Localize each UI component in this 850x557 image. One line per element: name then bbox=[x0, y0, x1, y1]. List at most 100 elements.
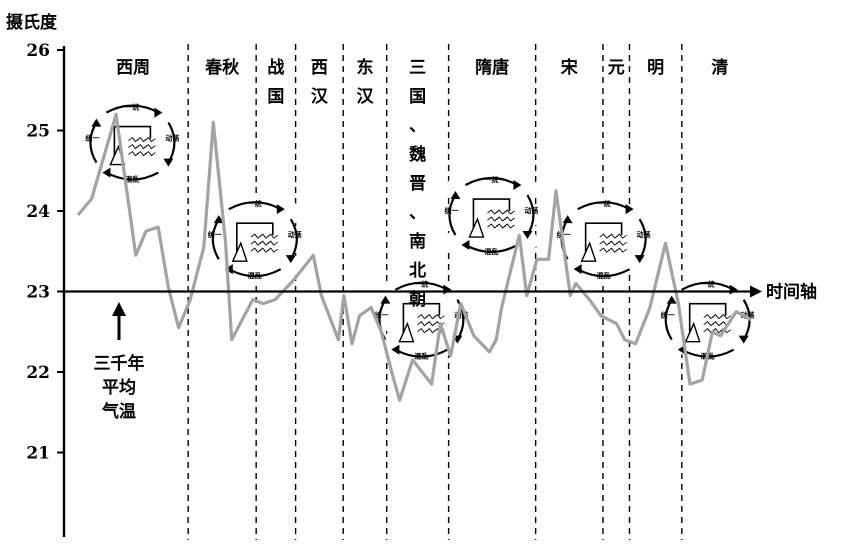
dynasty-label: 清 bbox=[711, 57, 728, 78]
cycle-label: 动荡 bbox=[454, 311, 468, 320]
dynasty-label: 西 bbox=[311, 58, 328, 78]
cycle-diagram: 一统统一动荡混乱 bbox=[204, 193, 305, 286]
dynasty-label: 东 bbox=[356, 57, 373, 78]
dynasty-label: 魏 bbox=[408, 144, 426, 165]
cycle-label: 一统 bbox=[414, 280, 428, 289]
unity-building-icon bbox=[584, 222, 623, 254]
cycle-arrowhead bbox=[285, 255, 296, 264]
cycle-label: 混乱 bbox=[597, 271, 611, 280]
time-axis-label: 时间轴 bbox=[766, 282, 817, 303]
cycle-label: 一统 bbox=[248, 199, 262, 208]
figure-icon bbox=[580, 241, 597, 262]
annotation-line: 气温 bbox=[101, 401, 136, 422]
cycle-label: 动荡 bbox=[637, 230, 651, 239]
dynasty-label: 元 bbox=[608, 58, 625, 78]
annotation-line: 平均 bbox=[102, 377, 136, 398]
scribble-stroke bbox=[719, 314, 731, 320]
y-axis-title: 摄氏度 bbox=[6, 12, 58, 33]
cycle-label: 混乱 bbox=[484, 247, 498, 256]
scribble-stroke bbox=[615, 233, 627, 239]
dynasty-label: 三 bbox=[409, 58, 426, 78]
dynasty-label: 明 bbox=[647, 58, 664, 78]
dynasty-label: 宋 bbox=[560, 57, 578, 78]
cycle-arrow bbox=[464, 244, 518, 254]
cycle-label: 一统 bbox=[125, 103, 139, 112]
cycle-arrowhead bbox=[163, 158, 174, 167]
unity-building-icon bbox=[472, 198, 511, 230]
cycle-cloud-body bbox=[457, 185, 526, 246]
cycle-label: 统一 bbox=[374, 311, 388, 320]
chaos-scribble-icon bbox=[487, 209, 515, 229]
scribble-stroke bbox=[615, 247, 627, 253]
cycle-label: 统一 bbox=[557, 230, 571, 239]
dynasty-label: 战 bbox=[267, 58, 284, 78]
scribble-stroke bbox=[503, 223, 515, 229]
cycle-label: 动荡 bbox=[288, 230, 302, 239]
cycle-arrow bbox=[577, 268, 631, 278]
cycle-arrowhead bbox=[102, 167, 111, 178]
y-tick-label: 23 bbox=[26, 283, 50, 303]
scribble-stroke bbox=[503, 209, 515, 215]
y-tick-label: 24 bbox=[26, 202, 50, 222]
cycle-diagrams: 一统统一动荡混乱一统统一动荡混乱一统统一动荡混乱一统统一动荡混乱一统统一动荡混乱… bbox=[82, 96, 758, 366]
unity-building-icon bbox=[402, 302, 441, 334]
unity-building-icon bbox=[236, 222, 274, 254]
cycle-label: 混乱 bbox=[414, 352, 428, 361]
dynasty-label: 北 bbox=[409, 261, 426, 281]
figure-icon bbox=[398, 321, 415, 343]
dynasty-label: 南 bbox=[409, 231, 426, 252]
cycle-arrowhead bbox=[380, 295, 391, 304]
cycle-arrow bbox=[681, 281, 735, 291]
cycle-label: 混乱 bbox=[125, 175, 139, 184]
cycle-arrow bbox=[394, 281, 448, 291]
scribble-stroke bbox=[615, 240, 627, 246]
dynasty-label: 晋 bbox=[409, 174, 426, 194]
dynasty-label: 隋唐 bbox=[475, 57, 509, 78]
cycle-arrowhead bbox=[450, 191, 461, 200]
cycle-arrowhead bbox=[573, 264, 582, 275]
up-arrow-icon bbox=[112, 302, 126, 316]
cycle-arrow bbox=[394, 348, 448, 358]
chaos-scribble-icon bbox=[599, 233, 627, 253]
dynasty-label: 国 bbox=[267, 87, 284, 107]
cycle-arrow bbox=[105, 104, 159, 114]
scribble-stroke bbox=[266, 233, 279, 239]
cycle-arrowhead bbox=[625, 204, 634, 215]
cycle-cloud-body bbox=[98, 112, 167, 173]
cycle-arrowhead bbox=[522, 231, 533, 240]
unity-building-icon bbox=[113, 125, 152, 157]
cycle-arrow bbox=[464, 176, 518, 186]
unity-building-icon bbox=[688, 302, 727, 334]
dynasty-label: 春秋 bbox=[205, 57, 240, 78]
cycle-arrowhead bbox=[91, 118, 102, 127]
scribble-stroke bbox=[503, 216, 515, 222]
y-tick-label: 25 bbox=[26, 122, 50, 142]
cycle-label: 统一 bbox=[661, 311, 675, 320]
cycle-label: 混乱 bbox=[248, 271, 262, 280]
scribble-stroke bbox=[144, 143, 156, 150]
dynasty-label: 、 bbox=[409, 116, 426, 136]
cycle-label: 动荡 bbox=[165, 134, 179, 143]
temperature-series-line bbox=[76, 112, 752, 402]
cycle-label: 统一 bbox=[444, 206, 458, 215]
cycle-label: 动荡 bbox=[741, 311, 755, 320]
cycle-arrowhead bbox=[666, 295, 677, 304]
scribble-stroke bbox=[144, 150, 156, 157]
cycle-arrowhead bbox=[513, 180, 522, 191]
cycle-label: 一统 bbox=[701, 280, 715, 289]
y-tick-label: 22 bbox=[26, 363, 50, 383]
dynasty-label: 国 bbox=[409, 87, 426, 107]
figure-icon bbox=[231, 241, 248, 262]
figure-icon bbox=[684, 321, 701, 343]
dynasty-labels: 西周春秋战国西汉东汉三国、魏晋、南北朝隋唐宋元明清 bbox=[116, 57, 728, 310]
scribble-stroke bbox=[433, 314, 445, 320]
chaos-scribble-icon bbox=[250, 233, 279, 253]
cycle-arrowhead bbox=[213, 215, 224, 224]
cycle-label: 统一 bbox=[85, 134, 99, 143]
cycle-arrow bbox=[228, 201, 282, 211]
dynasty-label: 、 bbox=[409, 203, 426, 223]
scribble-stroke bbox=[266, 247, 279, 253]
